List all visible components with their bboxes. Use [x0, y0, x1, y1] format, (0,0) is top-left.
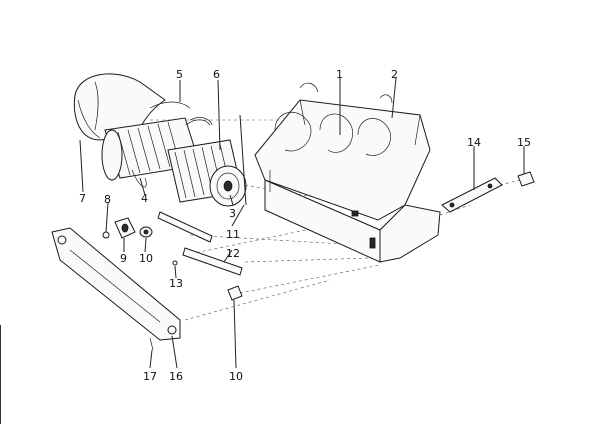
part-16-bracket [51, 227, 181, 341]
callout-15: 15 [517, 136, 531, 149]
callout-5: 5 [176, 68, 183, 81]
part-13-screw [172, 260, 178, 266]
part-9-bearing [114, 217, 136, 239]
callout-9: 9 [120, 252, 127, 265]
callout-10-upper: 10 [139, 252, 153, 265]
callout-8: 8 [104, 193, 111, 206]
callouts: 1 2 3 4 5 6 7 8 9 10 11 12 13 14 15 16 1… [79, 68, 531, 383]
part-5-ring [149, 101, 213, 126]
callout-17: 17 [143, 370, 157, 383]
part-7-cover [73, 73, 166, 141]
callout-16: 16 [169, 370, 183, 383]
part-11-rod [239, 114, 247, 206]
leader-lines [79, 77, 525, 369]
part-8-pin [102, 231, 110, 239]
callout-6: 6 [213, 68, 220, 81]
part-6-coil-cylinder [167, 119, 247, 207]
part-10-nut-upper [139, 226, 153, 238]
callout-7: 7 [79, 192, 86, 205]
callout-10-lower: 10 [229, 370, 243, 383]
part-1-2-housing [254, 82, 441, 263]
callout-13: 13 [169, 277, 183, 290]
part-12-strip [182, 247, 243, 276]
callout-2: 2 [391, 68, 398, 81]
callout-3: 3 [229, 207, 236, 220]
part-17-screw [149, 337, 154, 351]
part-3-strip [157, 211, 213, 243]
callout-14: 14 [467, 136, 481, 149]
callout-4: 4 [141, 192, 148, 205]
part-15-knob [517, 171, 535, 187]
callout-1: 1 [336, 68, 343, 81]
part-14-plate [441, 177, 503, 213]
callout-11: 11 [226, 228, 240, 241]
part-10-nut-lower [227, 285, 243, 301]
callout-12: 12 [226, 247, 240, 260]
